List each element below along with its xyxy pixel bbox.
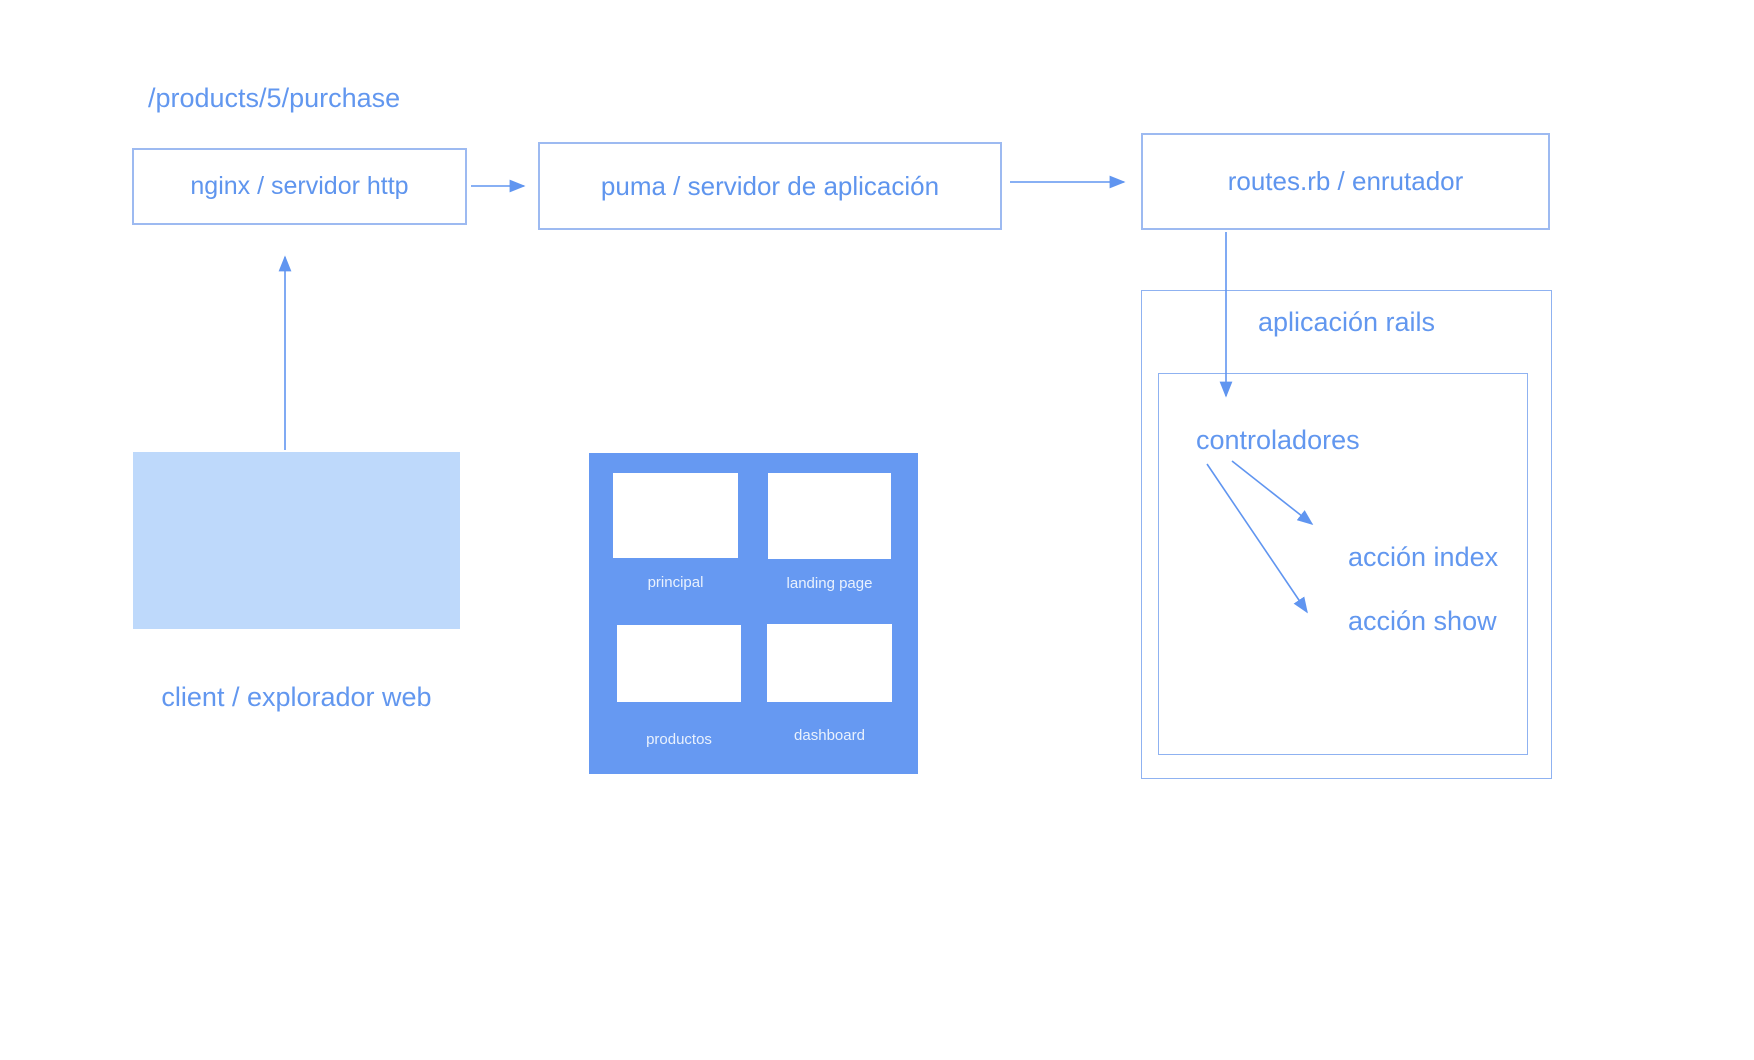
page-thumbnail-principal bbox=[613, 473, 738, 558]
page-thumbnail-landing-page bbox=[768, 473, 891, 559]
action-index-label: acción index bbox=[1348, 542, 1499, 572]
controllers-label: controladores bbox=[1196, 425, 1360, 455]
node-routes-router: routes.rb / enrutador bbox=[1141, 133, 1550, 230]
node-routes-label: routes.rb / enrutador bbox=[1227, 166, 1464, 196]
client-browser-shape bbox=[133, 452, 460, 629]
controllers-frame bbox=[1158, 373, 1528, 755]
rails-app-frame bbox=[1141, 290, 1552, 779]
request-path-label: /products/5/purchase bbox=[148, 83, 401, 113]
page-thumbnail-productos bbox=[617, 625, 741, 702]
page-label-productos: productos bbox=[646, 731, 712, 748]
node-nginx-label: nginx / servidor http bbox=[190, 172, 409, 200]
client-browser-label: client / explorador web bbox=[161, 682, 432, 712]
node-puma-app-server: puma / servidor de aplicación bbox=[538, 142, 1002, 230]
browser-pages-panel: principal landing page productos dashboa… bbox=[589, 453, 918, 774]
node-puma-label: puma / servidor de aplicación bbox=[600, 170, 940, 201]
node-nginx-http-server: nginx / servidor http bbox=[132, 148, 467, 225]
rails-app-label: aplicación rails bbox=[1257, 307, 1436, 337]
page-label-principal: principal bbox=[647, 574, 704, 591]
page-label-dashboard: dashboard bbox=[794, 727, 865, 744]
action-show-label: acción show bbox=[1348, 606, 1497, 636]
page-thumbnail-dashboard bbox=[767, 624, 892, 702]
page-label-landing-page: landing page bbox=[786, 575, 873, 592]
